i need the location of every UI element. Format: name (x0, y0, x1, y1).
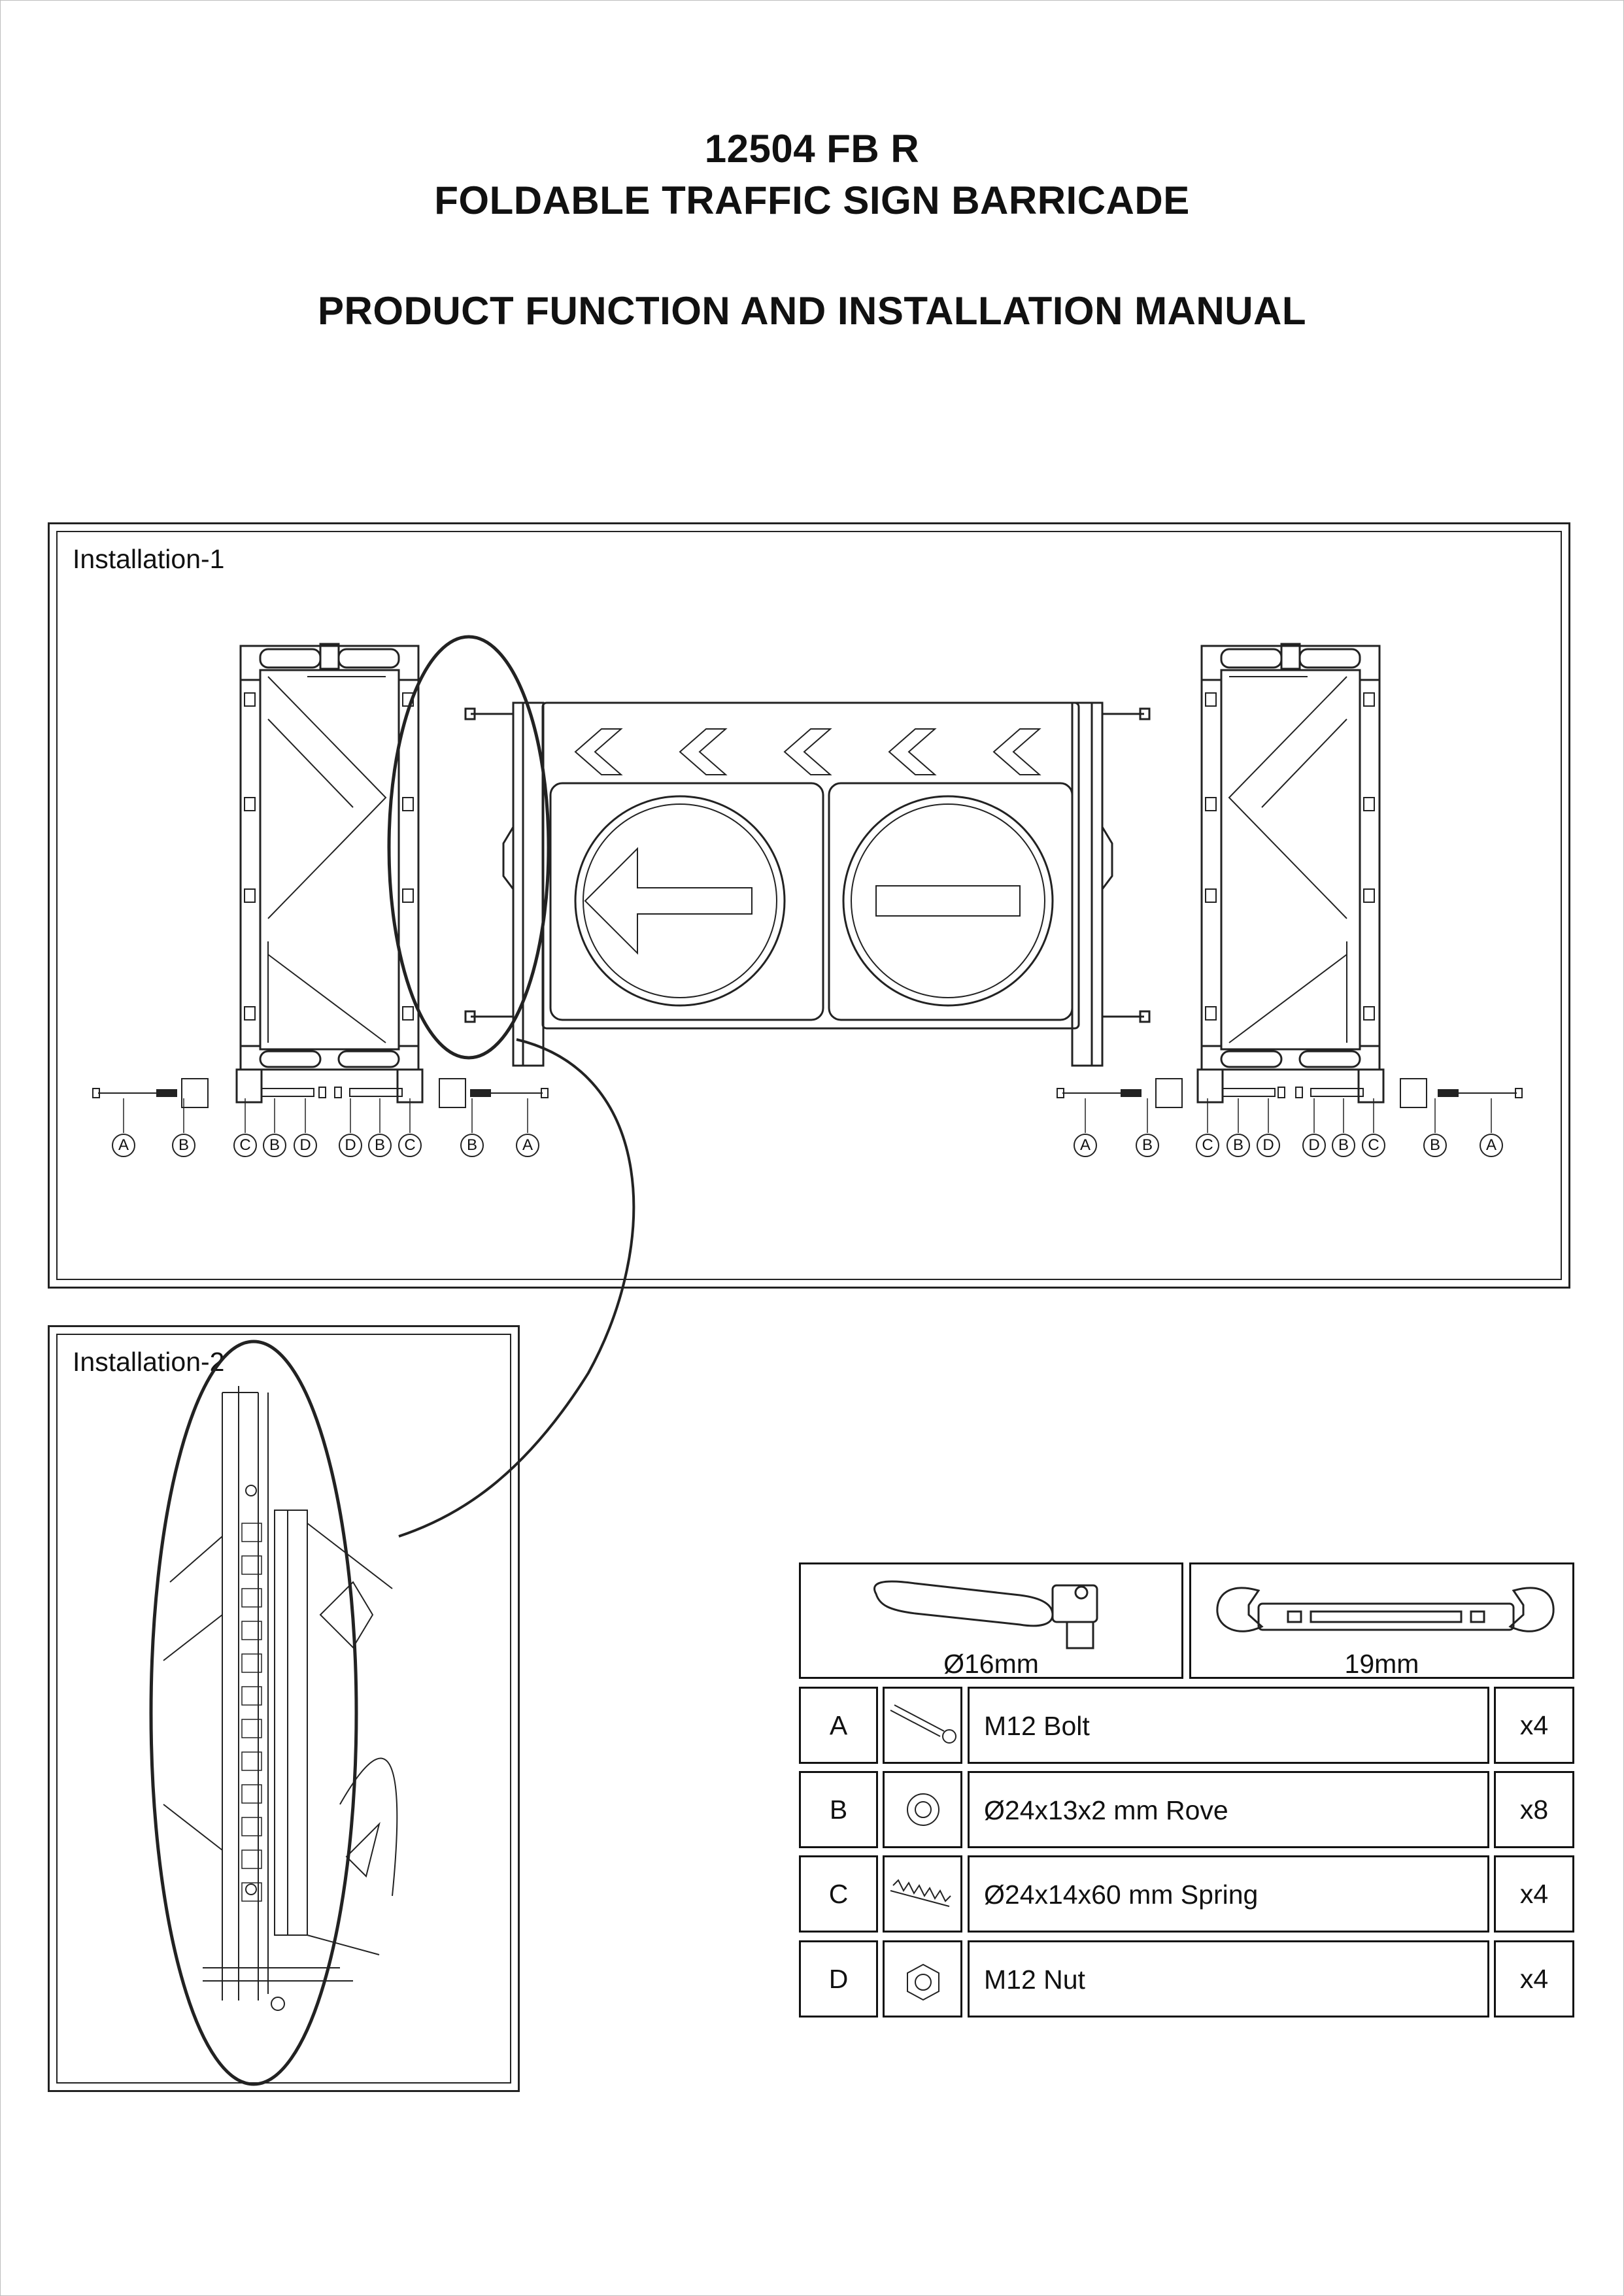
callout-leaders (123, 1098, 1492, 1133)
part-qty: x8 (1519, 1794, 1549, 1825)
part-letter-cell: C (799, 1855, 878, 1933)
tool-cell-socket-wrench (799, 1562, 1183, 1679)
callout-right-a: A (1480, 1134, 1503, 1157)
product-name: FOLDABLE TRAFFIC SIGN BARRICADE (434, 178, 1190, 222)
installation-1-label: Installation-1 (73, 544, 225, 574)
spring-icon (890, 1879, 951, 1907)
callout-right-d: D (1257, 1134, 1280, 1157)
part-letter: D (828, 1963, 849, 1994)
part-description: Ø24x14x60 mm Spring (984, 1880, 1259, 1910)
manual-title: PRODUCT FUNCTION AND INSTALLATION MANUAL (317, 289, 1307, 333)
part-qty-cell: x8 (1494, 1771, 1574, 1848)
callout-right-d: D (1302, 1134, 1326, 1157)
center-sign-panel (464, 701, 1151, 1067)
part-description-cell: M12 Bolt (968, 1687, 1489, 1764)
callout-right-b: B (1332, 1134, 1355, 1157)
installation-1-panel (48, 522, 1570, 1289)
part-icon-cell (883, 1687, 962, 1764)
callout-left-b: B (368, 1134, 392, 1157)
callout-left-c: C (233, 1134, 257, 1157)
part-letter: A (829, 1710, 848, 1740)
part-qty-cell: x4 (1494, 1687, 1574, 1764)
part-letter-cell: A (799, 1687, 878, 1764)
callout-left-a: A (516, 1134, 539, 1157)
installation-2-label: Installation-2 (73, 1347, 225, 1377)
callout-left-d: D (294, 1134, 317, 1157)
part-description: M12 Bolt (984, 1711, 1090, 1741)
left-side-panel (235, 643, 424, 1104)
callout-left-b: B (460, 1134, 484, 1157)
part-qty: x4 (1519, 1710, 1549, 1740)
part-letter: C (828, 1878, 849, 1909)
part-qty-cell: x4 (1494, 1940, 1574, 2017)
callout-right-b: B (1226, 1134, 1250, 1157)
detail-connector (398, 1038, 635, 1538)
installation-2-panel (48, 1325, 520, 2092)
installation-2-detail (163, 1386, 398, 2011)
nut-icon (907, 1963, 939, 2001)
callout-left-b: B (263, 1134, 286, 1157)
part-letter: B (829, 1794, 848, 1825)
callout-left-a: A (112, 1134, 135, 1157)
part-description: M12 Nut (984, 1965, 1085, 1995)
callout-right-c: C (1196, 1134, 1219, 1157)
callout-left-b: B (172, 1134, 195, 1157)
tool-label-socket-wrench: Ø16mm (943, 1648, 1039, 1679)
callout-left-d: D (339, 1134, 362, 1157)
part-icon-cell (883, 1771, 962, 1848)
part-qty: x4 (1519, 1963, 1549, 1994)
part-qty: x4 (1519, 1878, 1549, 1909)
callout-right-c: C (1362, 1134, 1385, 1157)
part-icon-cell (883, 1940, 962, 2017)
part-description-cell: M12 Nut (968, 1940, 1489, 2017)
hardware-right (1057, 1078, 1523, 1108)
part-letter-cell: D (799, 1940, 878, 2017)
bolt-icon (890, 1704, 956, 1744)
model-number: 12504 FB R (704, 127, 920, 171)
detail-ellipse-large (149, 1340, 358, 2086)
right-side-panel (1196, 643, 1385, 1104)
part-description-cell: Ø24x14x60 mm Spring (968, 1855, 1489, 1933)
callout-right-b: B (1136, 1134, 1159, 1157)
callout-left-c: C (398, 1134, 422, 1157)
part-description-cell: Ø24x13x2 mm Rove (968, 1771, 1489, 1848)
socket-wrench-icon (873, 1580, 1098, 1649)
part-letter-cell: B (799, 1771, 878, 1848)
open-end-spanner-icon (1216, 1587, 1555, 1632)
callout-right-b: B (1423, 1134, 1447, 1157)
callout-right-a: A (1074, 1134, 1097, 1157)
part-description: Ø24x13x2 mm Rove (984, 1795, 1228, 1825)
washer-icon (907, 1793, 939, 1826)
part-qty-cell: x4 (1494, 1855, 1574, 1933)
part-icon-cell (883, 1855, 962, 1933)
detail-ellipse-small (387, 635, 550, 1060)
hardware-left (92, 1078, 549, 1108)
tool-cell-spanner (1189, 1562, 1574, 1679)
tool-label-spanner: 19mm (1344, 1648, 1419, 1679)
